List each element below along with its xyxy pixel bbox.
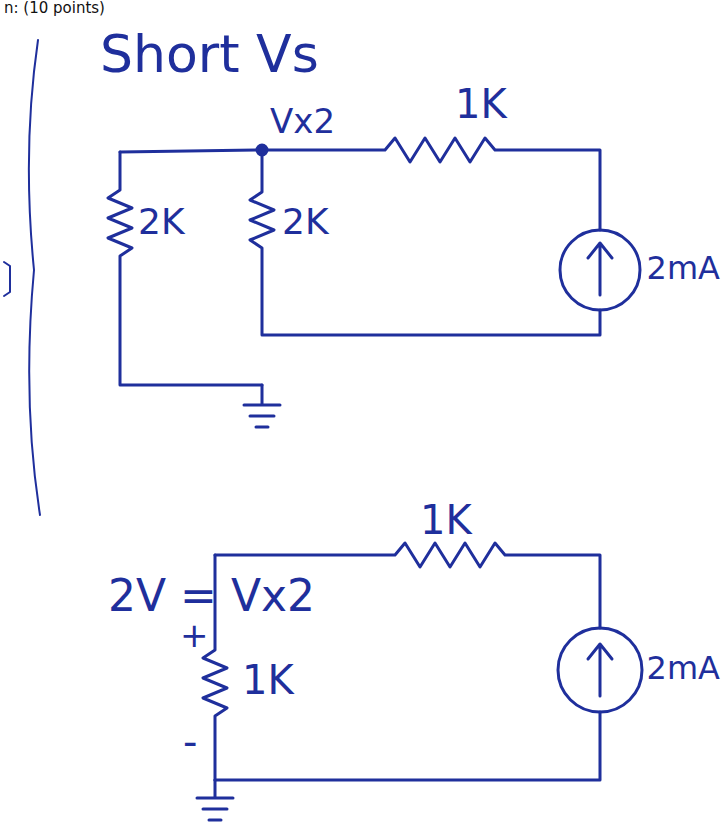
- polarity-sign: +: [180, 618, 209, 652]
- bracket-mark: [4, 262, 10, 296]
- top-circuit: [108, 138, 640, 427]
- source-value: 2mA: [647, 652, 720, 684]
- source-value: 2mA: [647, 252, 720, 284]
- resistor-value: 1K: [455, 84, 507, 124]
- node-voltage: 2V = Vx2: [108, 574, 315, 618]
- resistor-value: 2K: [282, 204, 329, 240]
- polarity-sign: -: [183, 722, 197, 762]
- page-heading: n: (10 points): [4, 1, 105, 16]
- circuit-note: Short Vs: [100, 28, 319, 80]
- resistor-value: 2K: [138, 204, 185, 240]
- node-dot: [257, 145, 267, 155]
- bracket: [29, 40, 40, 515]
- resistor-value: 1K: [242, 660, 294, 700]
- resistor-value: 1K: [420, 500, 472, 540]
- node-voltage: Vx2: [270, 104, 335, 138]
